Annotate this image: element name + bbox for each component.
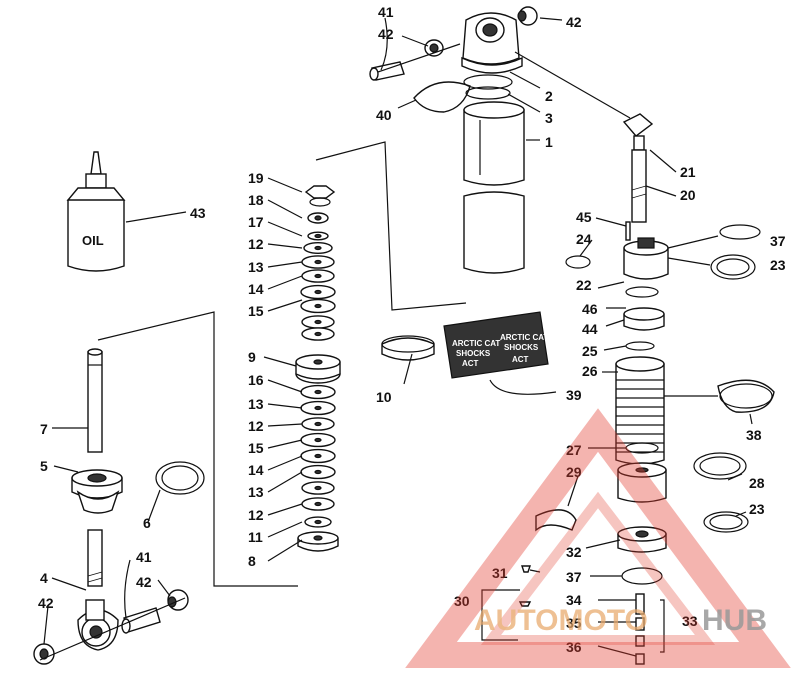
part-label-37b: 37: [566, 569, 582, 585]
part-label-25: 25: [582, 343, 598, 359]
watermark-text-b: HUB: [702, 604, 767, 637]
part-label-39: 39: [566, 387, 582, 403]
part-label-44: 44: [582, 321, 598, 337]
part-label-7: 7: [40, 421, 48, 437]
decal-text-1b: ARCTIC CAT: [500, 333, 548, 342]
part-label-14a: 14: [248, 281, 264, 297]
part-label-32: 32: [566, 544, 582, 560]
part-label-22: 22: [576, 277, 592, 293]
part-label-34: 34: [566, 592, 582, 608]
part-label-4: 4: [40, 570, 48, 586]
rod-assembly: [33, 311, 298, 665]
oil-label: OIL: [82, 233, 104, 248]
part-label-33: 33: [682, 613, 698, 629]
decal-text-3: ACT: [462, 359, 479, 368]
shock-body: [463, 101, 525, 274]
part-label-21: 21: [680, 164, 696, 180]
part-label-1: 1: [545, 134, 553, 150]
part-label-20: 20: [680, 187, 696, 203]
part-label-26: 26: [582, 363, 598, 379]
part-label-8: 8: [248, 553, 256, 569]
part-label-12c: 12: [248, 507, 264, 523]
part-label-13b: 13: [248, 396, 264, 412]
part-label-16: 16: [248, 372, 264, 388]
watermark: AUTOMOTO HUB: [405, 408, 791, 668]
part-label-28: 28: [749, 475, 765, 491]
part-label-9: 9: [248, 349, 256, 365]
part-label-19: 19: [248, 170, 264, 186]
part-label-6: 6: [143, 515, 151, 531]
part-label-41b: 41: [136, 549, 152, 565]
part-label-30: 30: [454, 593, 470, 609]
top-eye-assembly: [369, 6, 631, 119]
part-label-29: 29: [566, 464, 582, 480]
part-label-15a: 15: [248, 303, 264, 319]
part-label-31: 31: [492, 565, 508, 581]
part-label-41: 41: [378, 4, 394, 20]
oil-bottle: OIL: [66, 151, 126, 272]
part-label-14b: 14: [248, 462, 264, 478]
watermark-text-a: AUTOMOTO: [474, 604, 648, 637]
part-label-2: 2: [545, 88, 553, 104]
decal-text-2: SHOCKS: [456, 349, 491, 358]
part-label-37a: 37: [770, 233, 786, 249]
part-label-46: 46: [582, 301, 598, 317]
part-label-24: 24: [576, 231, 592, 247]
decal-text-3b: ACT: [512, 355, 529, 364]
part-label-42a: 42: [378, 26, 394, 42]
part-label-12a: 12: [248, 236, 264, 252]
part-label-13a: 13: [248, 259, 264, 275]
part-label-10: 10: [376, 389, 392, 405]
part-label-38: 38: [746, 427, 762, 443]
part-label-42c: 42: [136, 574, 152, 590]
part-label-18: 18: [248, 192, 264, 208]
part-label-40: 40: [376, 107, 392, 123]
part-label-36: 36: [566, 639, 582, 655]
decal-text-2b: SHOCKS: [504, 343, 539, 352]
part-label-17: 17: [248, 214, 264, 230]
part-label-12b: 12: [248, 418, 264, 434]
leader-lines: [43, 17, 753, 657]
decal-text-1: ARCTIC CAT: [452, 339, 500, 348]
part-label-35: 35: [566, 615, 582, 631]
part-label-23a: 23: [770, 257, 786, 273]
part-label-42d: 42: [38, 595, 54, 611]
part-label-15b: 15: [248, 440, 264, 456]
shim-stack: [295, 141, 467, 552]
reservoir-assembly: ARCTIC CAT SHOCKS ARCTIC CAT SHOCKS ACT …: [443, 113, 775, 665]
part-label-43: 43: [190, 205, 206, 221]
watermark-triangle-icon: [405, 408, 791, 668]
part-label-42b: 42: [566, 14, 582, 30]
part-label-3: 3: [545, 110, 553, 126]
part-label-5: 5: [40, 458, 48, 474]
part-label-27: 27: [566, 442, 582, 458]
part-label-23b: 23: [749, 501, 765, 517]
part-label-45: 45: [576, 209, 592, 225]
part-label-13c: 13: [248, 484, 264, 500]
part-label-11: 11: [248, 529, 263, 545]
